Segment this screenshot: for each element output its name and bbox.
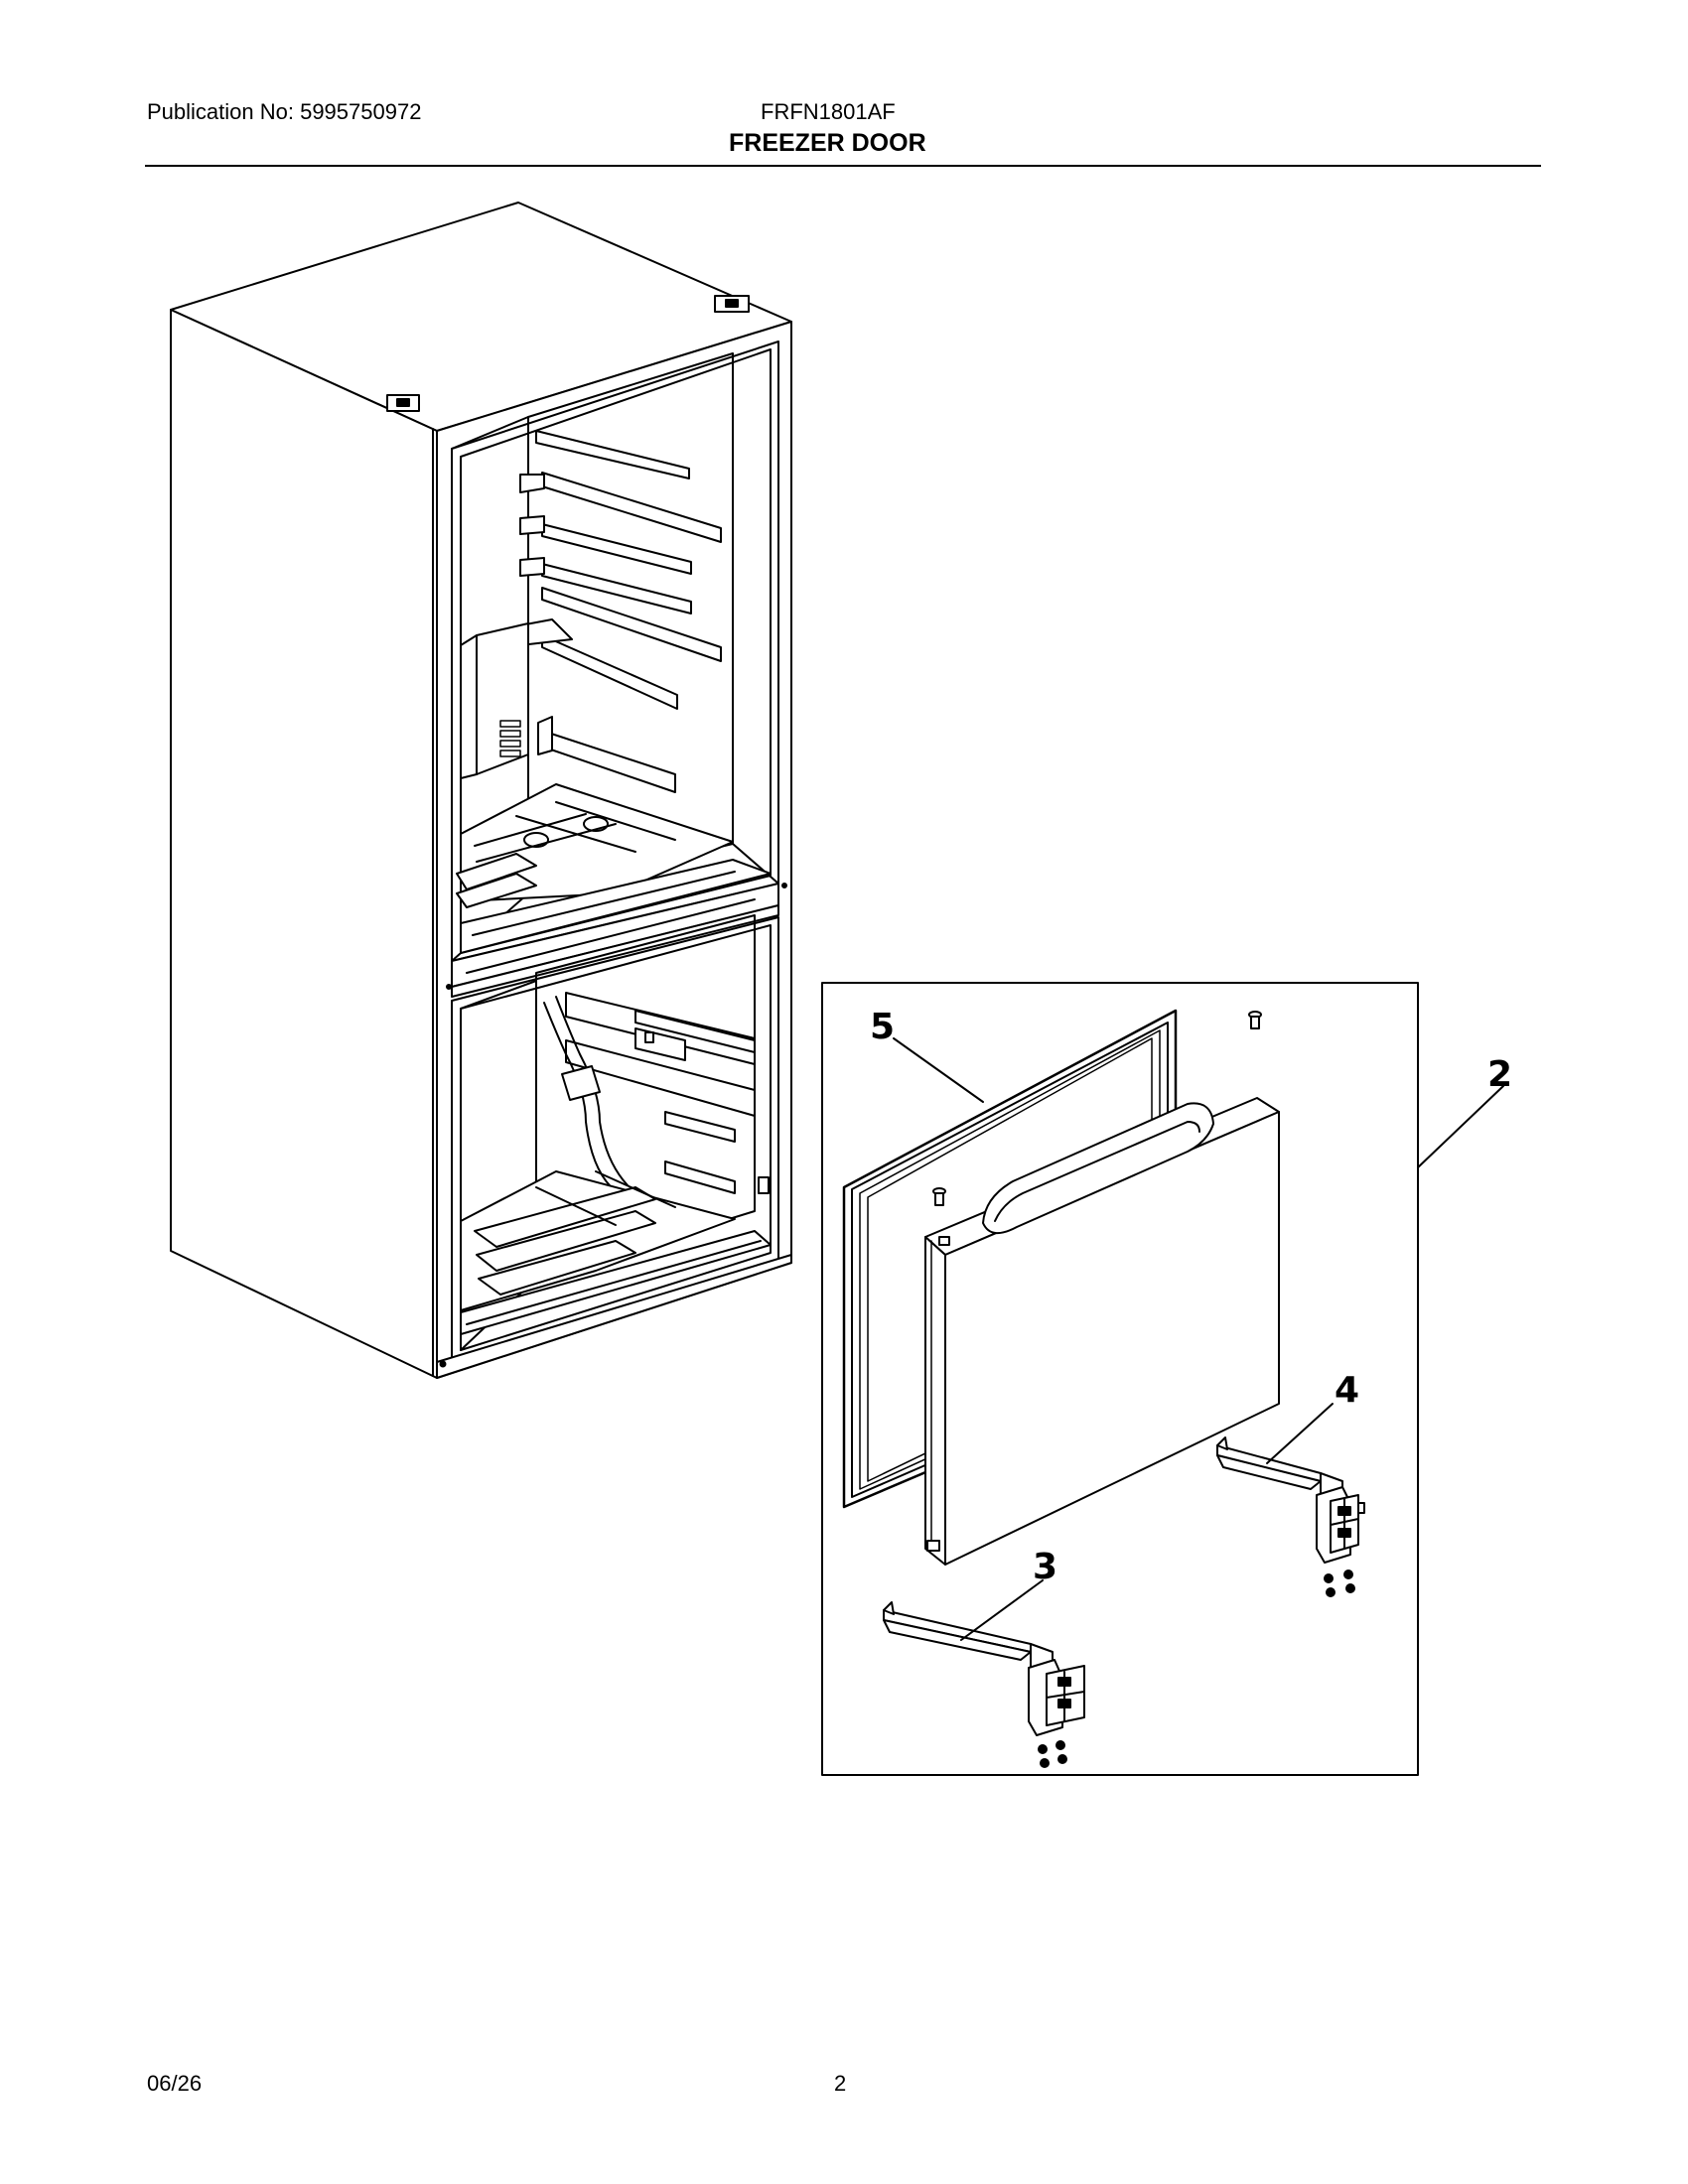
page-title: FREEZER DOOR (729, 129, 926, 157)
model-number: FRFN1801AF (761, 99, 896, 124)
freezer-door (924, 1097, 1280, 1566)
callout-4: 4 (1335, 1370, 1359, 1411)
freezer-slides (565, 992, 756, 1194)
leader-lines (893, 1037, 1504, 1641)
door-pin-bottom (932, 1187, 946, 1206)
callout-3: 3 (1033, 1547, 1057, 1587)
door-pin-top (1248, 1011, 1262, 1029)
slide-rail-right (1216, 1436, 1365, 1564)
callout-5: 5 (870, 1007, 895, 1047)
revision-date: 06/26 (147, 2071, 203, 2096)
top-hinge-right (714, 295, 750, 313)
screws-right (1324, 1570, 1355, 1597)
freezer-floor (460, 1170, 772, 1335)
screws-left (1038, 1740, 1067, 1768)
top-hinge-left (386, 394, 420, 412)
page-number: 2 (834, 2071, 847, 2096)
slide-rail-left (883, 1601, 1085, 1736)
publication-number: Publication No: 5995750972 (147, 99, 422, 124)
crisper-floor (456, 783, 734, 908)
control-housing (460, 622, 529, 779)
defrost-tube (543, 996, 629, 1192)
mullion (446, 883, 787, 998)
exploded-view-frame (821, 982, 1419, 1776)
shelf-rails (519, 430, 722, 793)
callout-2: 2 (1487, 1054, 1512, 1095)
header-divider (145, 165, 1541, 167)
refrigerator-cabinet (170, 202, 792, 1379)
